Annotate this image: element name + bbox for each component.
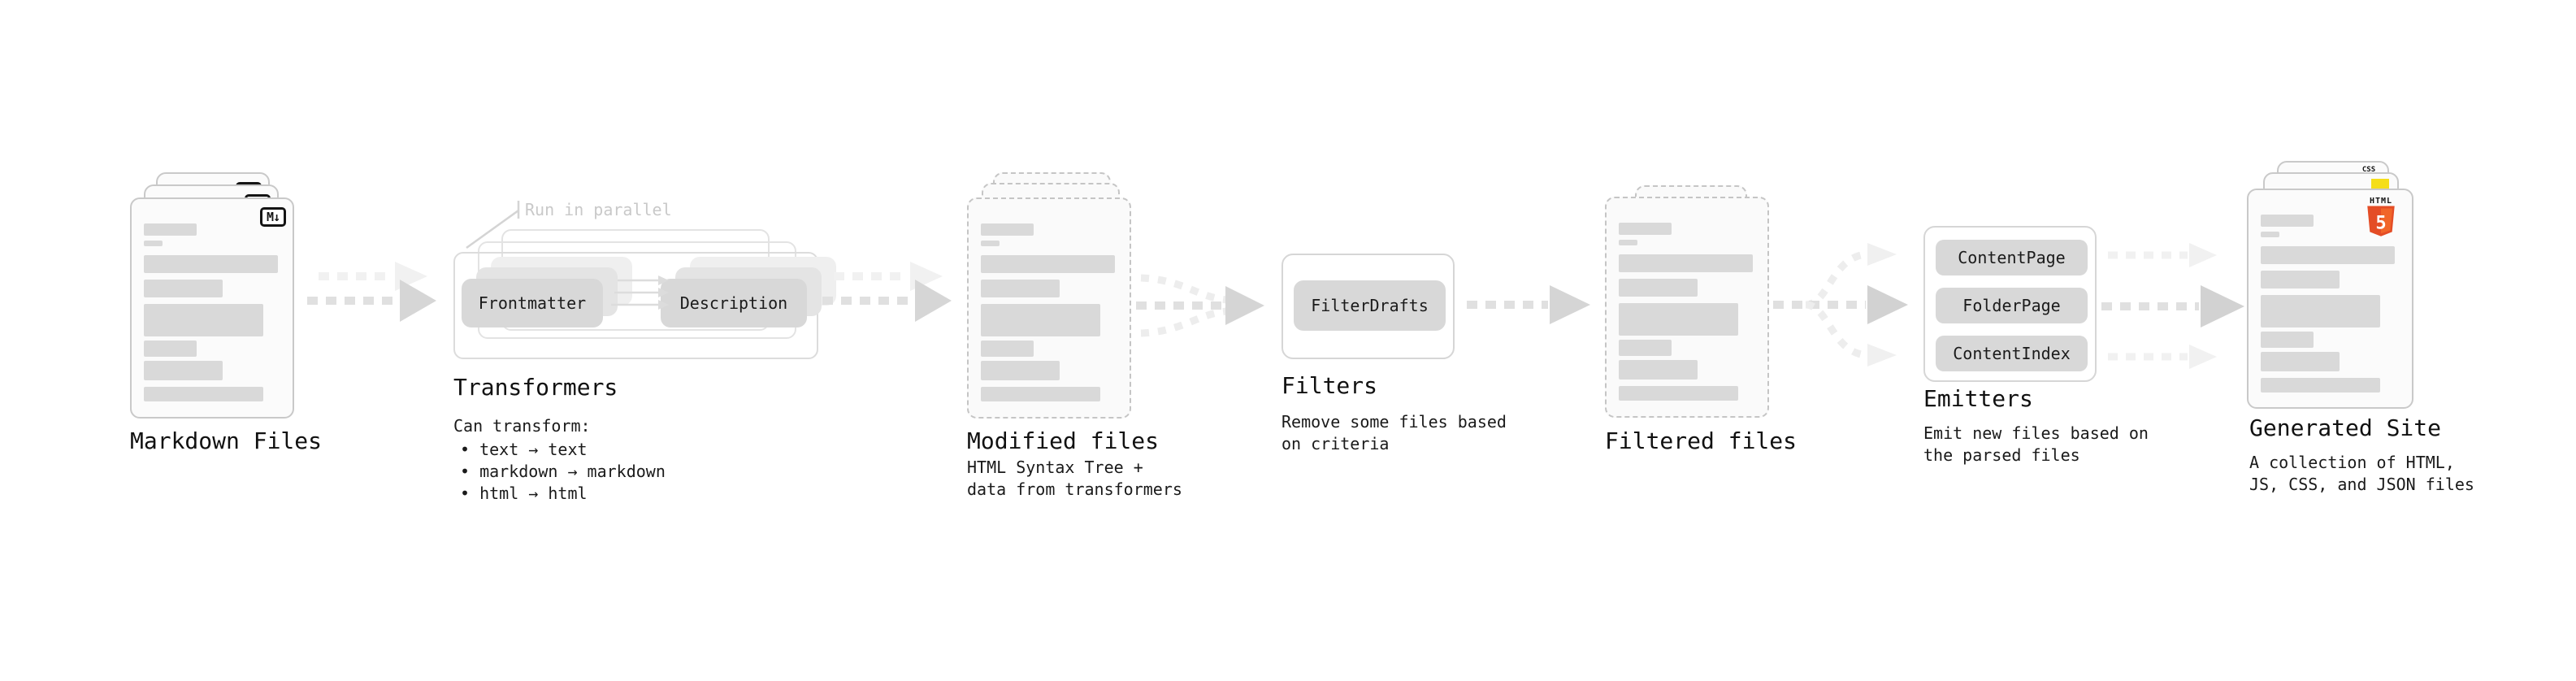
arrow-markdown-to-transformers	[307, 262, 436, 322]
filtered-files-stack	[1605, 185, 1800, 426]
plugin-chip-filterdrafts: FilterDrafts	[1294, 280, 1446, 331]
stage-label-emitters: Emitters	[1923, 385, 2033, 412]
filtered-file-card	[1605, 197, 1769, 418]
transformers-bullet-list: • text → text • markdown → markdown • ht…	[460, 439, 666, 505]
stage-label-modified-files: Modified files	[967, 427, 1160, 454]
html5-icon-word: HTML	[2369, 197, 2393, 206]
stage-label-filters: Filters	[1281, 372, 1378, 399]
stage-label-markdown-files: Markdown Files	[130, 427, 323, 454]
plugin-chip-description: Description	[661, 279, 807, 327]
css-icon-label: CSS	[2361, 166, 2376, 174]
markdown-file-card: M↓	[130, 197, 294, 419]
bullet-item: • markdown → markdown	[460, 462, 666, 481]
bullet-item: • html → html	[460, 484, 588, 503]
markdown-files-stack: M↓ M↓ M↓	[128, 172, 327, 426]
stage-label-generated-site: Generated Site	[2249, 414, 2442, 441]
arrow-transformers-to-modified	[822, 262, 952, 322]
plugin-chip-folderpage: FolderPage	[1936, 288, 2088, 323]
desc-line: JS, CSS, and JSON files	[2249, 475, 2474, 494]
transformers-group: Frontmatter Description	[453, 229, 843, 371]
filters-panel: FilterDrafts	[1281, 254, 1455, 359]
emitters-panel: ContentPage FolderPage ContentIndex	[1923, 226, 2097, 382]
emitters-desc: Emit new files based on the parsed files	[1923, 423, 2149, 466]
modified-file-card	[967, 197, 1131, 419]
desc-line: the parsed files	[1923, 445, 2080, 465]
arrow-emitters-to-generated	[2101, 243, 2244, 369]
plugin-chip-contentindex: ContentIndex	[1936, 336, 2088, 371]
arrow-modified-to-filters	[1136, 274, 1264, 337]
modified-files-stack	[967, 172, 1162, 426]
js-icon	[2371, 179, 2389, 190]
markdown-icon: M↓	[259, 207, 286, 227]
desc-line: A collection of HTML,	[2249, 453, 2455, 472]
desc-line: on criteria	[1281, 434, 1390, 453]
desc-line: Remove some files based	[1281, 412, 1507, 432]
modified-files-desc: HTML Syntax Tree + data from transformer…	[967, 457, 1182, 501]
document-skeleton	[144, 223, 284, 401]
bullet-item: • text → text	[460, 440, 588, 459]
document-skeleton	[981, 223, 1121, 401]
desc-line: data from transformers	[967, 479, 1182, 499]
plugin-chip-contentpage: ContentPage	[1936, 240, 2088, 275]
generated-site-desc: A collection of HTML, JS, CSS, and JSON …	[2249, 452, 2474, 496]
html-file-card: HTML 5	[2247, 189, 2413, 409]
svg-text:5: 5	[2375, 214, 2386, 234]
parallel-flow-arrows-icon	[611, 275, 669, 310]
transformers-desc-heading: Can transform:	[453, 416, 591, 436]
desc-line: HTML Syntax Tree +	[967, 458, 1143, 477]
html5-icon: HTML 5	[2360, 197, 2402, 243]
desc-line: Emit new files based on	[1923, 423, 2149, 443]
document-skeleton	[1619, 223, 1759, 401]
generated-site-stack: CSS HTML 5	[2247, 161, 2446, 413]
stage-label-transformers: Transformers	[453, 374, 618, 401]
filters-desc: Remove some files based on criteria	[1281, 411, 1507, 455]
run-in-parallel-note: Run in parallel	[525, 200, 672, 219]
document-skeleton	[2261, 215, 2404, 393]
run-in-parallel-callout-line	[466, 201, 520, 249]
arrow-filters-to-filtered	[1467, 285, 1590, 324]
plugin-chip-frontmatter: Frontmatter	[462, 279, 603, 327]
arrow-filtered-to-emitters	[1773, 243, 1908, 367]
html5-shield: 5	[2367, 206, 2395, 236]
stage-label-filtered-files: Filtered files	[1605, 427, 1798, 454]
